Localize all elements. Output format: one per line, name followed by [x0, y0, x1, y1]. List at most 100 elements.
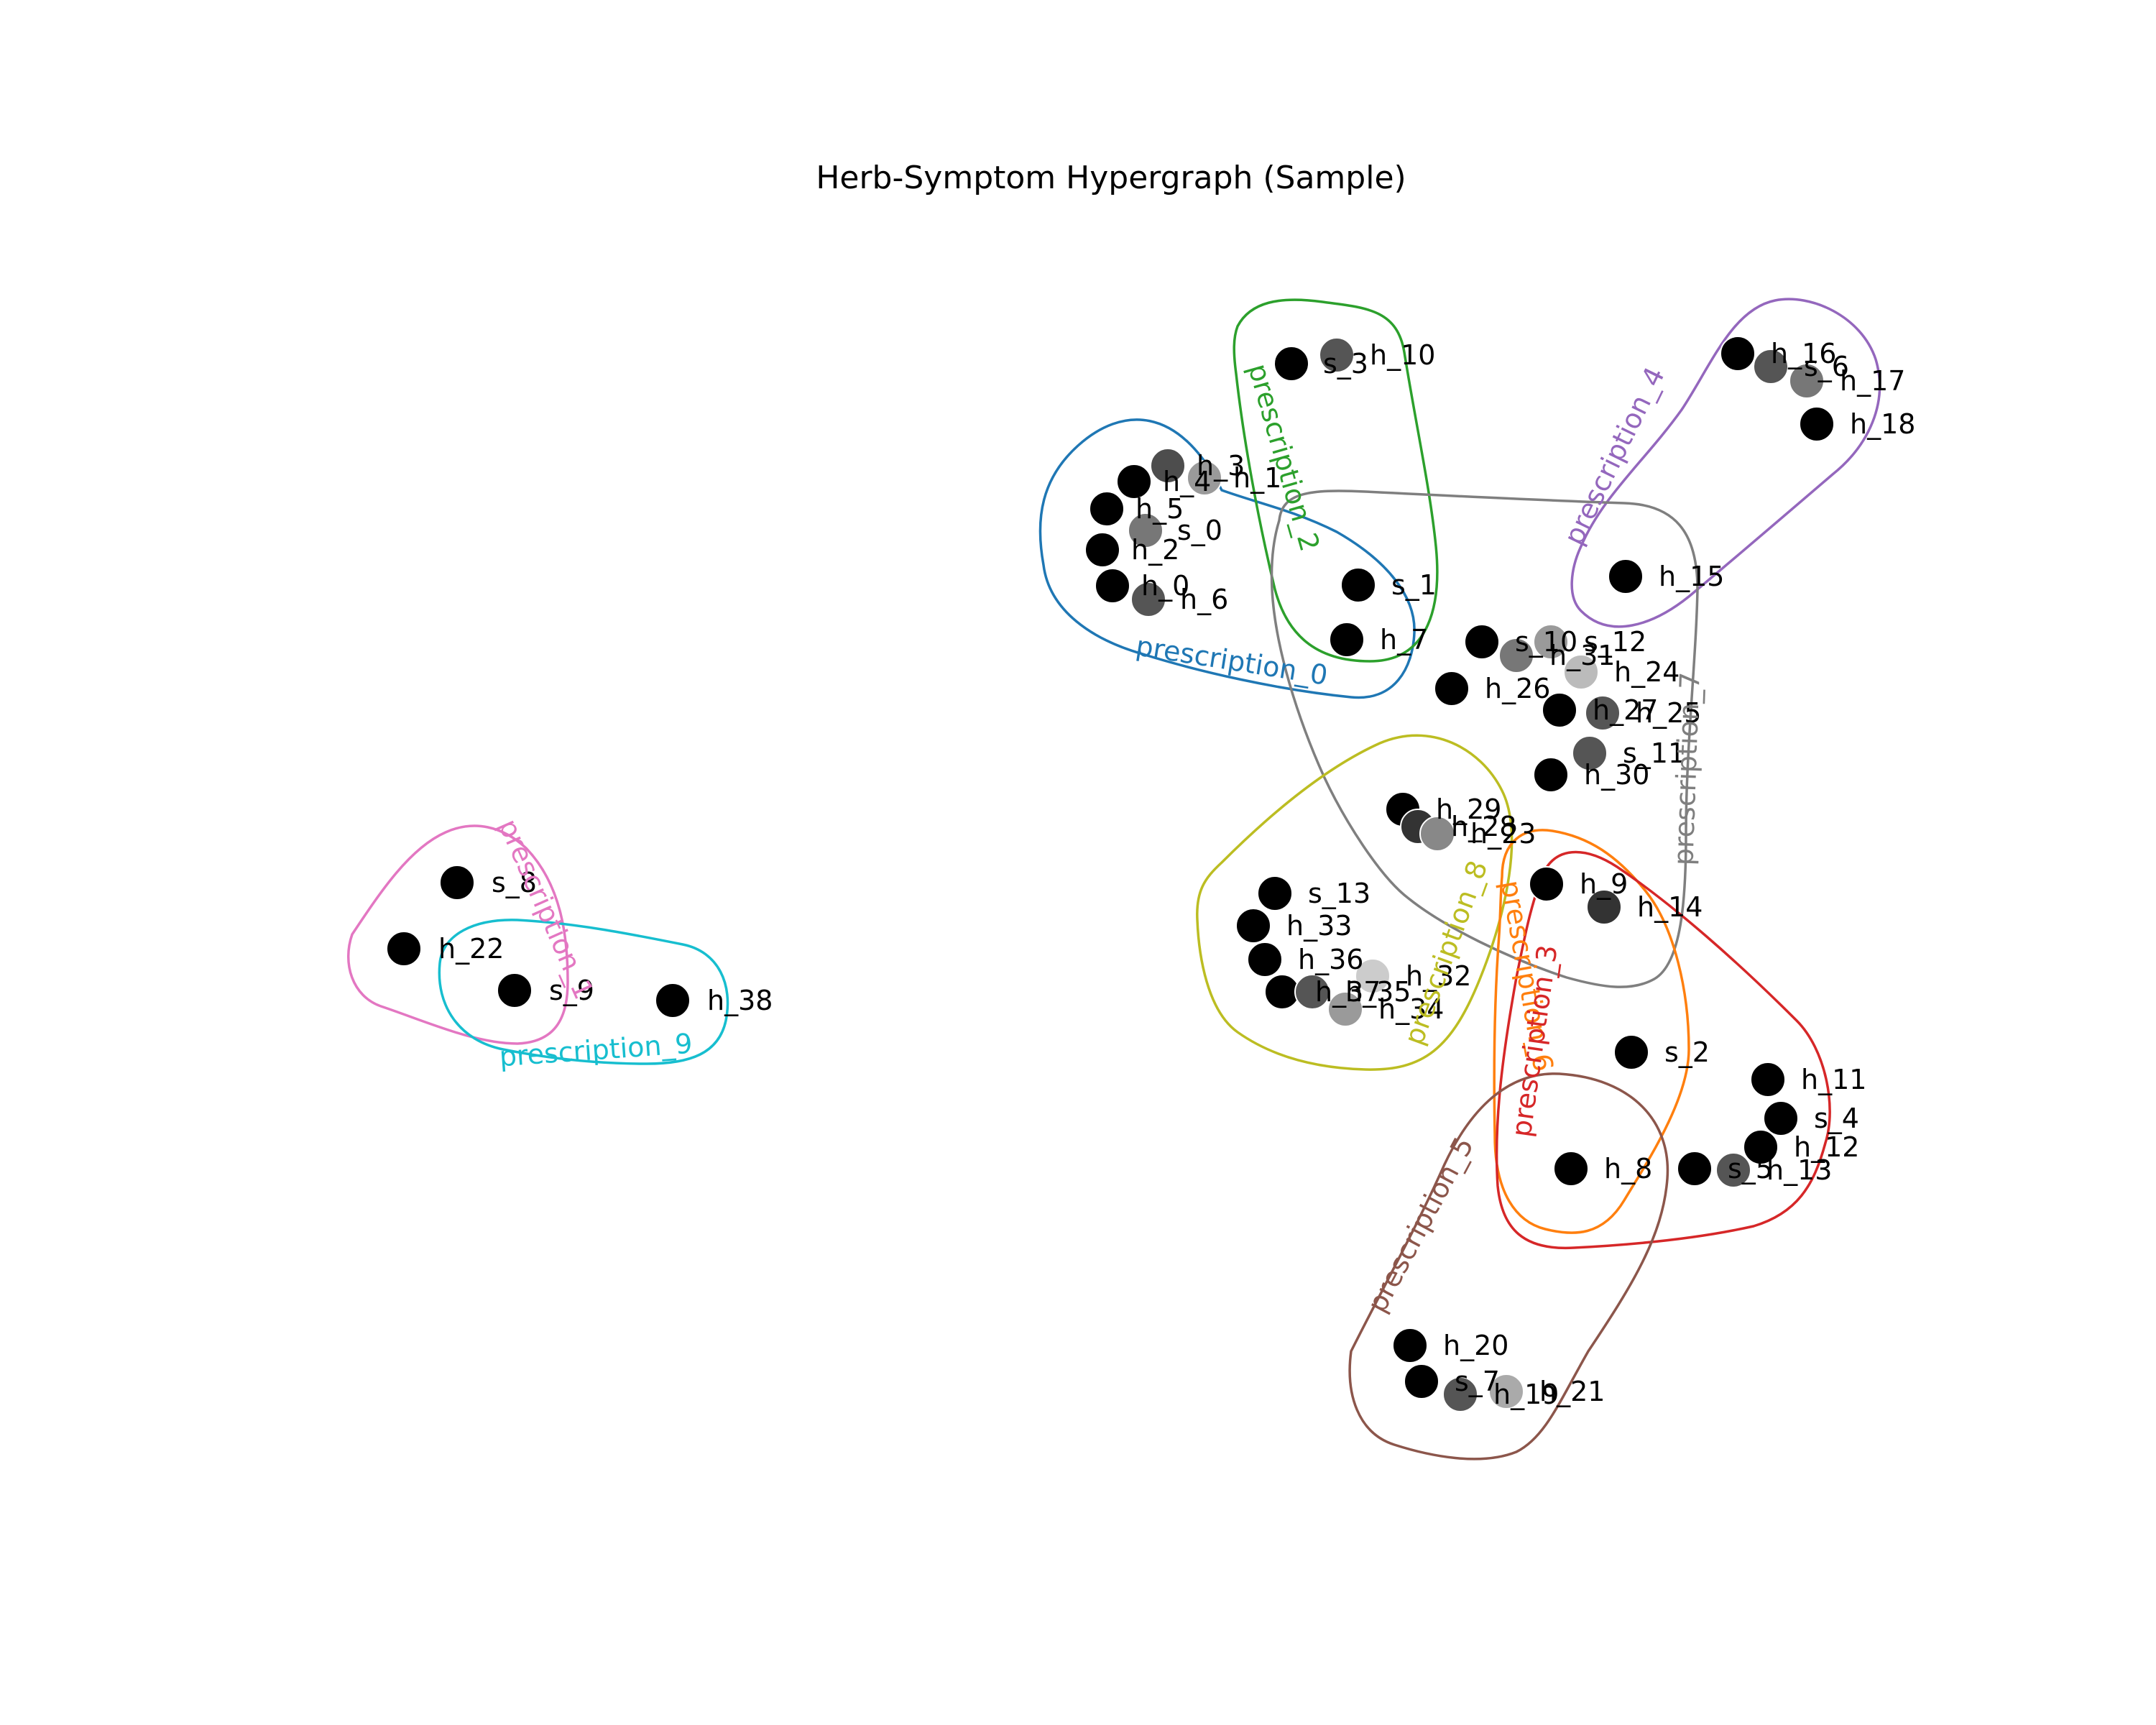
- node-s_5: [1677, 1151, 1713, 1187]
- node-label-s_0: s_0: [1177, 515, 1222, 546]
- node-s_11: [1572, 735, 1608, 771]
- node-h_4: [1116, 464, 1152, 500]
- node-label-h_30: h_30: [1584, 759, 1649, 791]
- node-h_27: [1542, 692, 1577, 728]
- node-label-h_28: h_28: [1451, 811, 1516, 842]
- node-s_2: [1613, 1034, 1649, 1070]
- node-h_5: [1089, 491, 1125, 527]
- node-h_26: [1434, 671, 1470, 707]
- node-s_3: [1273, 346, 1309, 382]
- node-label-h_25: h_25: [1636, 697, 1701, 729]
- node-h_0: [1095, 568, 1130, 604]
- node-h_2: [1084, 532, 1120, 568]
- node-label-h_2: h_2: [1131, 534, 1179, 566]
- node-label-h_26: h_26: [1485, 673, 1550, 704]
- node-label-h_35: h_35: [1345, 976, 1411, 1008]
- node-label-h_14: h_14: [1637, 891, 1703, 923]
- hyperedge-label-prescription_7: prescription_7: [1667, 671, 1705, 866]
- node-h_8: [1553, 1151, 1589, 1187]
- node-label-h_20: h_20: [1443, 1330, 1508, 1361]
- node-h_16: [1720, 336, 1756, 372]
- node-label-h_21: h_21: [1539, 1376, 1605, 1407]
- node-h_31: [1498, 638, 1534, 673]
- node-h_13: [1715, 1152, 1751, 1188]
- node-s_6: [1753, 349, 1789, 385]
- hyperedge-prescription_7: [1270, 489, 1699, 988]
- hyperedge-prescription_3: [1495, 850, 1831, 1250]
- node-label-h_31: h_31: [1549, 640, 1615, 671]
- node-h_35: [1294, 974, 1330, 1010]
- node-h_38: [655, 983, 691, 1018]
- node-h_37: [1264, 974, 1300, 1010]
- node-h_9: [1529, 866, 1565, 902]
- node-h_6: [1130, 581, 1166, 617]
- hyperedge-prescription_9: [438, 919, 729, 1065]
- node-h_3: [1150, 448, 1186, 484]
- node-h_17: [1789, 363, 1825, 399]
- node-label-s_8: s_8: [492, 867, 537, 898]
- node-label-h_6: h_6: [1180, 584, 1228, 615]
- hyperedge-prescription_5: [1348, 1072, 1669, 1460]
- node-label-h_18: h_18: [1850, 408, 1915, 440]
- node-label-h_4: h_4: [1163, 466, 1211, 497]
- node-h_11: [1750, 1062, 1786, 1098]
- node-h_20: [1392, 1328, 1428, 1363]
- hyperedge-prescription_8: [1196, 734, 1514, 1071]
- node-h_25: [1585, 695, 1621, 731]
- node-label-h_17: h_17: [1840, 365, 1905, 397]
- node-label-h_24: h_24: [1614, 656, 1680, 688]
- node-h_21: [1488, 1374, 1524, 1409]
- node-s_4: [1763, 1100, 1799, 1136]
- hyperedge-prescription_6: [1493, 829, 1690, 1234]
- hyperedge-prescription_0: [1038, 418, 1416, 699]
- node-label-h_16: h_16: [1771, 338, 1836, 369]
- hyperedge-prescription_4: [1570, 298, 1881, 628]
- hyperedge-hulls: [346, 298, 1881, 1460]
- hyperedge-prescription_1: [346, 824, 569, 1045]
- node-h_7: [1329, 622, 1365, 658]
- node-label-h_33: h_33: [1286, 910, 1352, 942]
- node-label-h_34: h_34: [1378, 993, 1444, 1025]
- node-label-s_9: s_9: [549, 975, 594, 1006]
- node-label-h_7: h_7: [1380, 624, 1428, 656]
- node-s_13: [1257, 875, 1293, 911]
- node-label-s_2: s_2: [1664, 1036, 1710, 1068]
- node-h_24: [1563, 654, 1599, 690]
- node-s_7: [1404, 1363, 1439, 1399]
- node-h_22: [386, 931, 422, 967]
- node-h_33: [1235, 908, 1271, 944]
- node-label-h_12: h_12: [1794, 1131, 1859, 1163]
- node-label-s_11: s_11: [1623, 737, 1685, 769]
- node-h_12: [1743, 1129, 1779, 1165]
- node-label-s_3: s_3: [1323, 348, 1368, 380]
- node-label-h_3: h_3: [1197, 450, 1245, 482]
- node-label-h_38: h_38: [707, 985, 773, 1016]
- node-label-s_7: s_7: [1455, 1366, 1500, 1397]
- node-label-s_1: s_1: [1391, 569, 1437, 601]
- node-h_15: [1608, 558, 1644, 594]
- node-label-s_5: s_5: [1728, 1153, 1773, 1184]
- node-label-h_36: h_36: [1298, 944, 1363, 975]
- node-s_10: [1464, 624, 1500, 660]
- node-label-h_9: h_9: [1580, 868, 1628, 900]
- node-label-h_32: h_32: [1406, 960, 1471, 992]
- node-label-h_37: h_37: [1315, 976, 1381, 1008]
- node-label-h_22: h_22: [438, 933, 504, 965]
- node-h_10: [1319, 337, 1355, 373]
- node-label-h_29: h_29: [1436, 794, 1501, 825]
- node-label-s_10: s_10: [1515, 626, 1577, 658]
- node-h_30: [1533, 757, 1569, 793]
- node-s_12: [1533, 624, 1569, 660]
- node-label-h_8: h_8: [1604, 1153, 1652, 1184]
- node-label-h_13: h_13: [1766, 1154, 1832, 1186]
- node-label-h_11: h_11: [1801, 1064, 1866, 1095]
- node-label-s_12: s_12: [1584, 626, 1646, 658]
- node-label-s_6: s_6: [1804, 351, 1849, 382]
- node-label-h_10: h_10: [1370, 339, 1435, 371]
- node-label-h_15: h_15: [1659, 561, 1724, 592]
- hyperedge-prescription_2: [1233, 298, 1439, 663]
- node-s_8: [439, 865, 475, 901]
